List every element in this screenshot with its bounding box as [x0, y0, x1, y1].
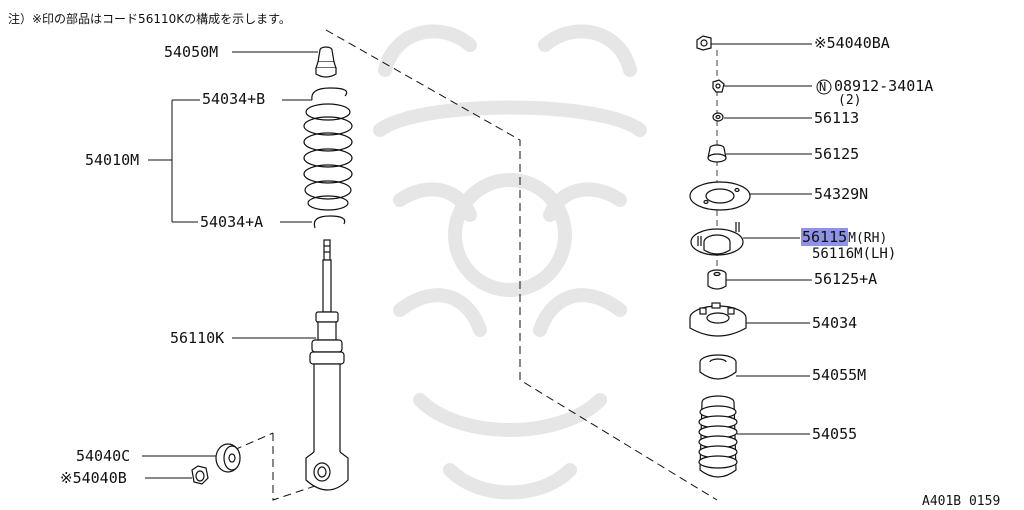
washer-part [215, 443, 241, 473]
label-54040b[interactable]: ※54040B [60, 469, 127, 487]
label-n-prefix: N [819, 80, 827, 94]
bushing-56125a-part [707, 269, 727, 290]
figure-code: A401B 0159 [922, 494, 1001, 509]
bushing-56125-part [707, 144, 727, 163]
label-56115m-suffix: M(RH) [848, 231, 888, 246]
label-54055[interactable]: 54055 [812, 425, 858, 443]
label-54040c[interactable]: 54040C [76, 447, 131, 465]
bump-rubber-part [315, 46, 337, 78]
label-56125[interactable]: 56125 [814, 145, 860, 163]
label-56110k[interactable]: 56110K [170, 329, 225, 347]
label-54034[interactable]: 54034 [812, 314, 858, 332]
coil-spring-part [303, 103, 353, 211]
leader-lines-right [711, 43, 812, 435]
washer-56113-part [712, 112, 724, 122]
dashed-group-lines [233, 29, 718, 501]
label-54329n[interactable]: 54329N [814, 185, 869, 203]
label-56116m[interactable]: 56116M(LH) [812, 246, 897, 262]
bumper-54055m-part [699, 354, 737, 380]
plate-54329n-part [689, 181, 751, 211]
label-54050m[interactable]: 54050M [164, 43, 219, 61]
watermark-emblem [373, 24, 647, 500]
label-54055m[interactable]: 54055M [812, 366, 867, 384]
label-54034a[interactable]: 54034+A [200, 213, 264, 231]
leader-lines-left [142, 51, 318, 479]
label-56115m[interactable]: 56115M(RH) [801, 228, 888, 247]
seat-54034-part [689, 302, 747, 337]
small-nut-part [712, 79, 725, 93]
label-08912-3401a[interactable]: 08912-3401A [834, 77, 934, 95]
shock-absorber-part [305, 239, 349, 491]
upper-seat-ring [311, 87, 348, 101]
n-circle-marker [816, 79, 832, 95]
label-56113[interactable]: 56113 [814, 109, 860, 127]
mount-56115m-part [690, 222, 744, 256]
label-56125a[interactable]: 56125+A [814, 270, 878, 288]
boot-54055-part [698, 395, 738, 478]
label-54034b[interactable]: 54034+B [202, 90, 266, 108]
highlighted-part-number[interactable]: 56115 [801, 228, 849, 246]
diagram-note: 注）※印の部品はコード56110Kの構成を示します。 [8, 12, 291, 26]
nut-part [191, 465, 209, 485]
label-54040ba[interactable]: ※54040BA [814, 34, 890, 52]
top-nut-part [696, 35, 712, 51]
lower-seat-ring [313, 215, 346, 229]
label-54010m[interactable]: 54010M [85, 151, 140, 169]
label-quantity: (2) [838, 93, 862, 108]
